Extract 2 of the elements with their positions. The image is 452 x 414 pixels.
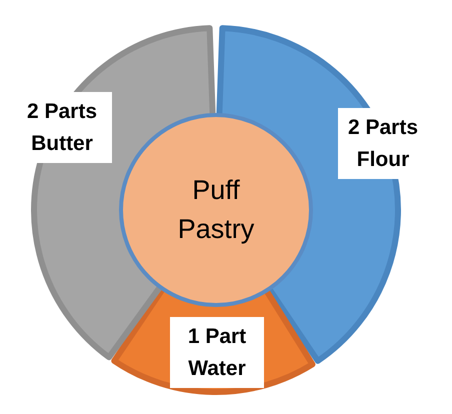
center-label: Puff Pastry (176, 174, 256, 246)
segment-label: 1 Part Water (170, 317, 264, 388)
